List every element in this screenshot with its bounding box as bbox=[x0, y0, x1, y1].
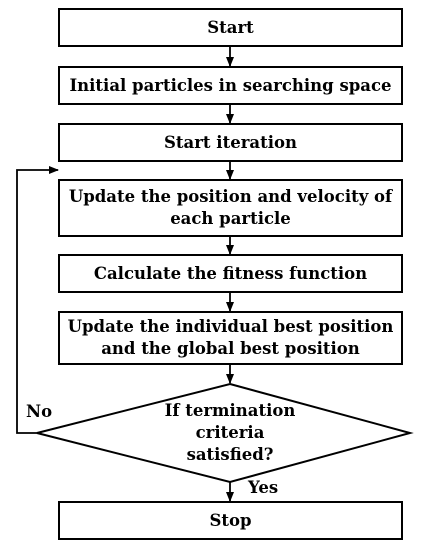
edge-label-no: No bbox=[26, 402, 53, 421]
node-iter-label: Start iteration bbox=[164, 132, 297, 152]
node-fitness-label: Calculate the fitness function bbox=[93, 263, 368, 283]
edge-label-yes: Yes bbox=[248, 478, 279, 497]
node-check-label: If termination criteria satisfied? bbox=[164, 401, 296, 464]
node-stop-box bbox=[58, 501, 403, 540]
node-stop-label: Stop bbox=[209, 510, 252, 530]
node-update-pv-label: Update the position and velocity of each… bbox=[68, 187, 393, 228]
node-init-label: Initial particles in searching space bbox=[69, 75, 392, 95]
node-update-best-box bbox=[58, 311, 403, 365]
node-start-box bbox=[58, 8, 403, 47]
node-update-best-label: Update the individual best position and … bbox=[67, 317, 394, 358]
edge-check-update-pv-loop bbox=[16, 166, 59, 434]
node-update-pv-box bbox=[58, 179, 403, 237]
node-start-label: Start bbox=[207, 17, 254, 37]
node-init-box bbox=[58, 66, 403, 105]
